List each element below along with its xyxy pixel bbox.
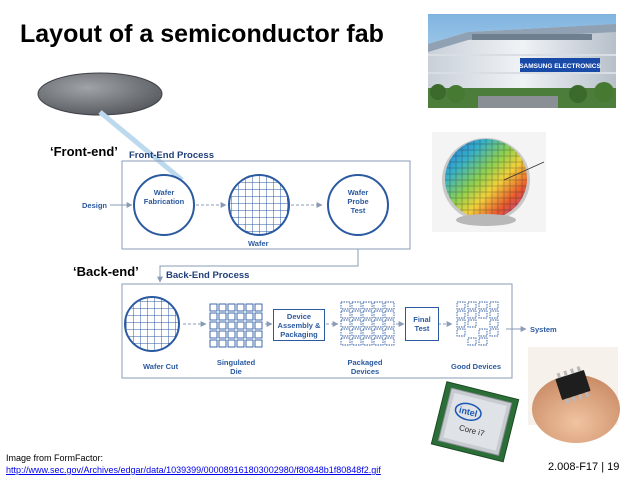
device-line3: Packaging (280, 329, 318, 339)
system-label: System (530, 325, 557, 334)
good-devices-label: Good Devices (451, 362, 502, 371)
singulated-line2: Die (230, 367, 242, 376)
singulated-line1: Singulated (216, 358, 256, 367)
wafer-label: Wafer (248, 239, 269, 248)
credit-link[interactable]: http://www.sec.gov/Archives/edgar/data/1… (6, 465, 381, 475)
front-end-title: Front-End Process (129, 150, 214, 161)
final-line2: Test (414, 324, 430, 333)
slide-number: 2.008-F17 | 19 (548, 461, 620, 473)
back-end-label: ‘Back-end’ (73, 264, 139, 279)
intel-core-i7-photo: intel Core i7 (428, 381, 524, 463)
wafer-probe-test-label: Wafer Probe Test (338, 188, 378, 215)
wafer-probe-line3: Test (350, 206, 366, 215)
final-test-box: Final Test (405, 307, 439, 341)
wafer-fabrication-label: Wafer Fabrication (140, 188, 188, 206)
credit-text: Image from FormFactor: (6, 453, 104, 463)
back-end-title: Back-End Process (166, 270, 250, 281)
wafer-cut-label: Wafer Cut (143, 362, 179, 371)
samsung-sign: SAMSUNG ELECTRONICS (519, 63, 601, 70)
patterned-wafer-photo (432, 132, 546, 232)
singulated-die-label: Singulated Die (214, 358, 258, 376)
chip-on-finger-photo (528, 347, 620, 443)
final-line1: Final (413, 315, 431, 324)
slide-title: Layout of a semiconductor fab (20, 20, 384, 48)
device-line1: Device (286, 311, 312, 321)
packaged-line2: Devices (350, 367, 380, 376)
device-assembly-box: Device Assembly & Packaging (273, 309, 325, 341)
samsung-building-image: SAMSUNG ELECTRONICS (428, 14, 616, 108)
wafer-fab-line1: Wafer (153, 188, 175, 197)
image-credit: Image from FormFactor: http://www.sec.go… (6, 452, 381, 476)
wafer-probe-line1: Wafer (347, 188, 369, 197)
device-line2: Assembly & (277, 320, 321, 330)
packaged-line1: Packaged (347, 358, 383, 367)
wafer-probe-line2: Probe (347, 197, 369, 206)
samsung-fab-photo: SAMSUNG ELECTRONICS (428, 14, 616, 108)
front-end-label: ‘Front-end’ (50, 144, 118, 159)
design-label: Design (82, 201, 108, 210)
intel-logo-text: intel (458, 405, 478, 419)
wafer-fab-line2: Fabrication (143, 197, 185, 206)
packaged-devices-label: Packaged Devices (344, 358, 386, 376)
